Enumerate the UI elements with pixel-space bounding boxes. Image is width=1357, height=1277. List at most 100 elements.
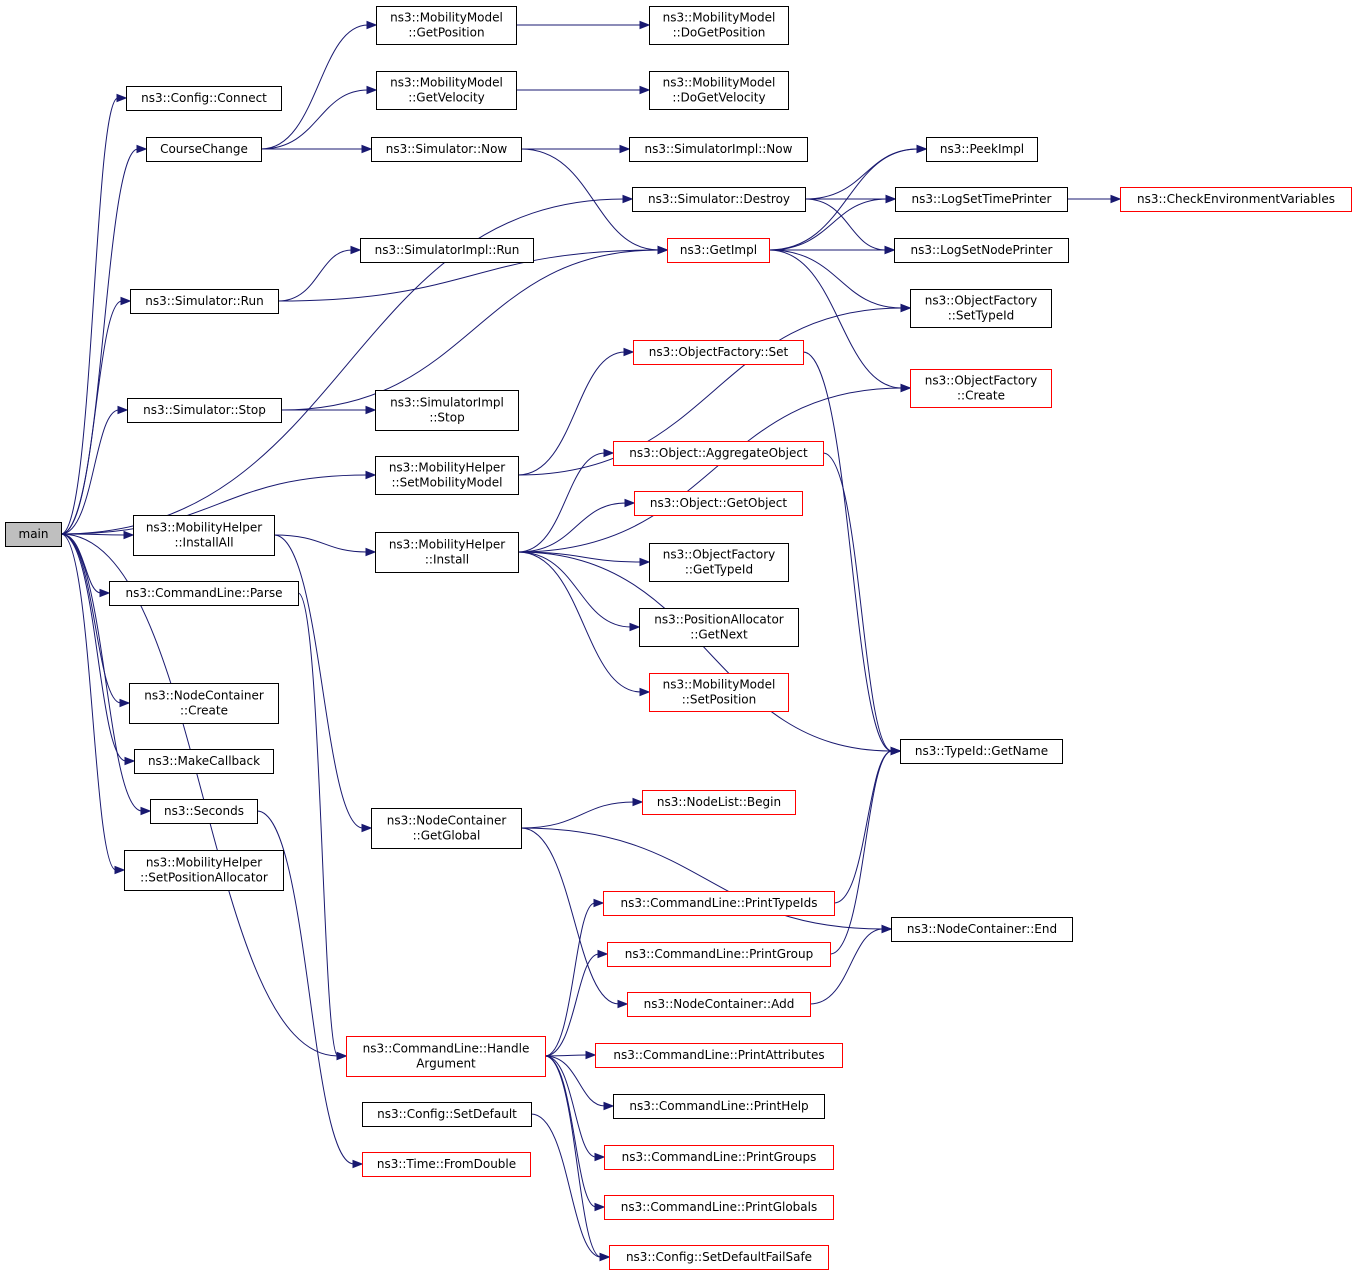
node-box-mm-get-position[interactable] bbox=[376, 6, 517, 45]
node-box-mh-install-all[interactable] bbox=[133, 515, 275, 556]
node-box-obj-aggregate[interactable] bbox=[613, 441, 824, 466]
node-box-mh-set-mobility-model[interactable] bbox=[375, 456, 519, 495]
node-box-check-env-vars[interactable] bbox=[1120, 187, 1352, 212]
node-box-nodelist-begin[interactable] bbox=[642, 790, 796, 815]
node-box-cl-print-group[interactable] bbox=[607, 942, 831, 967]
node-get-impl[interactable]: ns3::GetImpl bbox=[667, 238, 770, 263]
node-make-callback[interactable]: ns3::MakeCallback bbox=[134, 749, 274, 774]
node-mh-install-all[interactable]: ns3::MobilityHelper::InstallAll bbox=[133, 515, 275, 556]
node-box-config-connect[interactable] bbox=[126, 86, 282, 111]
node-cl-print-help[interactable]: ns3::CommandLine::PrintHelp bbox=[613, 1094, 825, 1119]
node-mh-set-position-allocator[interactable]: ns3::MobilityHelper::SetPositionAllocato… bbox=[124, 850, 284, 891]
node-nc-create[interactable]: ns3::NodeContainer::Create bbox=[129, 683, 279, 724]
node-box-simimpl-stop[interactable] bbox=[375, 390, 519, 431]
node-cl-print-group[interactable]: ns3::CommandLine::PrintGroup bbox=[607, 942, 831, 967]
node-box-log-set-node-printer[interactable] bbox=[894, 238, 1069, 263]
node-box-mh-install[interactable] bbox=[375, 532, 519, 573]
node-nc-end[interactable]: ns3::NodeContainer::End bbox=[891, 917, 1073, 942]
node-box-mm-get-velocity[interactable] bbox=[376, 71, 517, 110]
node-config-set-default-fail-safe[interactable]: ns3::Config::SetDefaultFailSafe bbox=[609, 1245, 829, 1270]
node-box-nc-get-global[interactable] bbox=[371, 808, 522, 849]
node-of-create[interactable]: ns3::ObjectFactory::Create bbox=[910, 369, 1052, 408]
node-sim-stop[interactable]: ns3::Simulator::Stop bbox=[127, 398, 282, 423]
node-of-get-type-id[interactable]: ns3::ObjectFactory::GetTypeId bbox=[649, 543, 789, 582]
node-of-set-type-id[interactable]: ns3::ObjectFactory::SetTypeId bbox=[910, 289, 1052, 328]
node-peek-impl[interactable]: ns3::PeekImpl bbox=[926, 137, 1038, 162]
node-box-simimpl-now[interactable] bbox=[629, 137, 808, 162]
node-box-cl-print-help[interactable] bbox=[613, 1094, 825, 1119]
node-mh-install[interactable]: ns3::MobilityHelper::Install bbox=[375, 532, 519, 573]
node-nc-add[interactable]: ns3::NodeContainer::Add bbox=[627, 992, 811, 1017]
node-log-set-node-printer[interactable]: ns3::LogSetNodePrinter bbox=[894, 238, 1069, 263]
node-pa-get-next[interactable]: ns3::PositionAllocator::GetNext bbox=[639, 608, 799, 647]
node-box-config-set-default-fail-safe[interactable] bbox=[609, 1245, 829, 1270]
node-box-log-set-time-printer[interactable] bbox=[895, 187, 1068, 212]
node-mm-do-get-position[interactable]: ns3::MobilityModel::DoGetPosition bbox=[649, 6, 789, 45]
node-box-cl-parse[interactable] bbox=[109, 581, 299, 606]
node-box-sim-now[interactable] bbox=[371, 137, 522, 162]
node-main[interactable]: main bbox=[5, 522, 62, 547]
node-box-sim-destroy[interactable] bbox=[632, 187, 806, 212]
node-simimpl-run[interactable]: ns3::SimulatorImpl::Run bbox=[360, 238, 534, 263]
node-box-of-get-type-id[interactable] bbox=[649, 543, 789, 582]
node-mm-get-position[interactable]: ns3::MobilityModel::GetPosition bbox=[376, 6, 517, 45]
node-time-from-double[interactable]: ns3::Time::FromDouble bbox=[362, 1152, 531, 1177]
node-box-of-create[interactable] bbox=[910, 369, 1052, 408]
node-sim-destroy[interactable]: ns3::Simulator::Destroy bbox=[632, 187, 806, 212]
node-sim-now[interactable]: ns3::Simulator::Now bbox=[371, 137, 522, 162]
node-box-mm-do-get-position[interactable] bbox=[649, 6, 789, 45]
node-config-set-default[interactable]: ns3::Config::SetDefault bbox=[362, 1102, 532, 1127]
node-cl-print-attributes[interactable]: ns3::CommandLine::PrintAttributes bbox=[595, 1043, 843, 1068]
node-nodelist-begin[interactable]: ns3::NodeList::Begin bbox=[642, 790, 796, 815]
node-typeid-get-name[interactable]: ns3::TypeId::GetName bbox=[900, 739, 1063, 764]
node-config-connect[interactable]: ns3::Config::Connect bbox=[126, 86, 282, 111]
node-box-cl-print-type-ids[interactable] bbox=[603, 891, 835, 916]
node-box-config-set-default[interactable] bbox=[362, 1102, 532, 1127]
node-box-cl-handle-argument[interactable] bbox=[346, 1036, 546, 1077]
node-box-mm-set-position[interactable] bbox=[649, 673, 789, 712]
node-box-of-set-type-id[interactable] bbox=[910, 289, 1052, 328]
node-log-set-time-printer[interactable]: ns3::LogSetTimePrinter bbox=[895, 187, 1068, 212]
node-box-obj-get-object[interactable] bbox=[634, 491, 803, 516]
node-box-main[interactable] bbox=[5, 522, 62, 547]
node-box-make-callback[interactable] bbox=[134, 749, 274, 774]
node-cl-print-globals[interactable]: ns3::CommandLine::PrintGlobals bbox=[604, 1195, 834, 1220]
node-box-get-impl[interactable] bbox=[667, 238, 770, 263]
node-box-of-set[interactable] bbox=[633, 340, 804, 365]
node-seconds[interactable]: ns3::Seconds bbox=[150, 799, 258, 824]
node-course-change[interactable]: CourseChange bbox=[146, 137, 262, 162]
node-cl-print-type-ids[interactable]: ns3::CommandLine::PrintTypeIds bbox=[603, 891, 835, 916]
node-box-mh-set-position-allocator[interactable] bbox=[124, 850, 284, 891]
node-mm-get-velocity[interactable]: ns3::MobilityModel::GetVelocity bbox=[376, 71, 517, 110]
node-simimpl-now[interactable]: ns3::SimulatorImpl::Now bbox=[629, 137, 808, 162]
node-obj-get-object[interactable]: ns3::Object::GetObject bbox=[634, 491, 803, 516]
node-box-time-from-double[interactable] bbox=[362, 1152, 531, 1177]
node-box-cl-print-attributes[interactable] bbox=[595, 1043, 843, 1068]
node-sim-run[interactable]: ns3::Simulator::Run bbox=[130, 289, 279, 314]
node-simimpl-stop[interactable]: ns3::SimulatorImpl::Stop bbox=[375, 390, 519, 431]
node-box-cl-print-groups[interactable] bbox=[604, 1145, 834, 1170]
node-box-seconds[interactable] bbox=[150, 799, 258, 824]
node-check-env-vars[interactable]: ns3::CheckEnvironmentVariables bbox=[1120, 187, 1352, 212]
node-box-cl-print-globals[interactable] bbox=[604, 1195, 834, 1220]
node-mm-do-get-velocity[interactable]: ns3::MobilityModel::DoGetVelocity bbox=[649, 71, 789, 110]
node-box-pa-get-next[interactable] bbox=[639, 608, 799, 647]
node-mm-set-position[interactable]: ns3::MobilityModel::SetPosition bbox=[649, 673, 789, 712]
node-of-set[interactable]: ns3::ObjectFactory::Set bbox=[633, 340, 804, 365]
node-mh-set-mobility-model[interactable]: ns3::MobilityHelper::SetMobilityModel bbox=[375, 456, 519, 495]
node-cl-parse[interactable]: ns3::CommandLine::Parse bbox=[109, 581, 299, 606]
node-box-nc-end[interactable] bbox=[891, 917, 1073, 942]
node-box-sim-stop[interactable] bbox=[127, 398, 282, 423]
node-box-sim-run[interactable] bbox=[130, 289, 279, 314]
node-box-course-change[interactable] bbox=[146, 137, 262, 162]
node-box-simimpl-run[interactable] bbox=[360, 238, 534, 263]
node-nc-get-global[interactable]: ns3::NodeContainer::GetGlobal bbox=[371, 808, 522, 849]
node-box-typeid-get-name[interactable] bbox=[900, 739, 1063, 764]
node-box-nc-create[interactable] bbox=[129, 683, 279, 724]
node-cl-print-groups[interactable]: ns3::CommandLine::PrintGroups bbox=[604, 1145, 834, 1170]
node-box-mm-do-get-velocity[interactable] bbox=[649, 71, 789, 110]
node-box-peek-impl[interactable] bbox=[926, 137, 1038, 162]
node-obj-aggregate[interactable]: ns3::Object::AggregateObject bbox=[613, 441, 824, 466]
node-box-nc-add[interactable] bbox=[627, 992, 811, 1017]
